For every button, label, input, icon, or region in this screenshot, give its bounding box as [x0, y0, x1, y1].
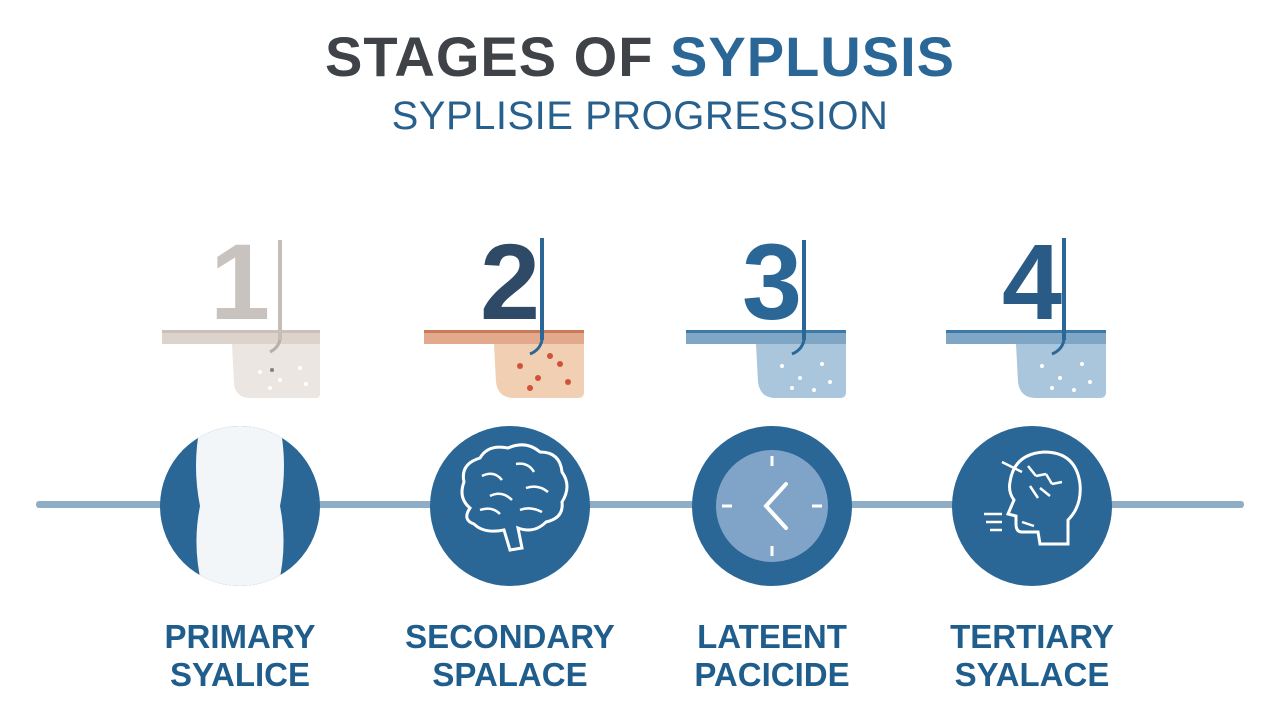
stage-number: 2 [479, 221, 541, 342]
stage-4: 4 TERTIARY SYALACE [902, 0, 1162, 720]
skin-cross-section-icon [946, 238, 1106, 398]
head-profile-icon [952, 426, 1112, 586]
stage-number: 3 [741, 221, 803, 342]
stage-2: 2 SECONDARY SPALACE [380, 0, 640, 720]
subtitle: SYPLISIE PROGRESSION [391, 94, 889, 138]
skin-cross-section-icon [686, 240, 846, 398]
stage-label: SECONDARY SPALACE [405, 618, 615, 693]
skin-cross-section-icon [424, 238, 584, 398]
skin-cross-section-icon [162, 240, 320, 398]
split-circle-icon [160, 426, 320, 586]
stage-number: 1 [209, 221, 271, 342]
title-part2: SYPLUSIS [670, 25, 955, 88]
clock-icon [692, 426, 852, 586]
stage-label: PRIMARY SYALICE [164, 618, 316, 693]
brain-icon [430, 426, 590, 586]
title-part1: STAGES OF [325, 25, 654, 88]
stage-label: LATEENT PACICIDE [694, 618, 850, 693]
timeline-line [36, 501, 1244, 508]
stage-3: 3 LATEENT PACICIDE [642, 0, 902, 720]
stage-number: 4 [1001, 221, 1063, 342]
stage-label: TERTIARY SYALACE [950, 618, 1114, 693]
stage-1: 1 PRIMARY SYALICE [110, 0, 370, 720]
title: STAGES OF SYPLUSIS [0, 24, 1280, 89]
